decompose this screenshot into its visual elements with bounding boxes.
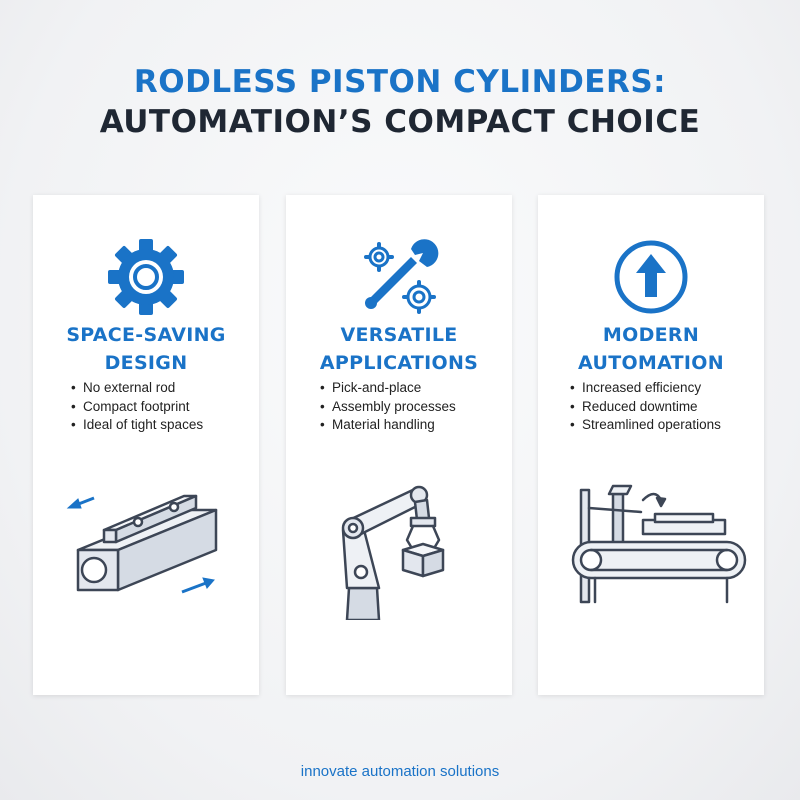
footer-tagline: innovate automation solutions [300,763,500,780]
list-item: Pick-and-place [320,379,456,398]
robotic-arm-illustration [341,485,445,620]
page-title: RODLESS PISTON CYLINDERS: AUTOMATION’S C… [0,62,800,142]
list-item: Increased efficiency [570,379,721,398]
list-item: Reduced downtime [570,398,721,417]
card-modern-automation: MODERN AUTOMATION Increased efficiency R… [538,195,764,695]
conveyor-illustration [571,484,747,604]
card-heading: VERSATILE APPLICATIONS [319,324,479,374]
list-item: Streamlined operations [570,416,721,435]
title-line-2: AUTOMATION’S COMPACT CHOICE [99,104,701,140]
card-heading: MODERN AUTOMATION [578,324,724,374]
feature-list: Increased efficiency Reduced downtime St… [570,379,721,435]
feature-list: Pick-and-place Assembly processes Materi… [320,379,456,435]
list-item: Ideal of tight spaces [71,416,203,435]
list-item: Assembly processes [320,398,456,417]
arrow-up-circle-icon [614,240,688,314]
list-item: No external rod [71,379,203,398]
card-versatile-applications: VERSATILE APPLICATIONS Pick-and-place As… [286,195,512,695]
card-heading: SPACE-SAVING DESIGN [66,324,226,374]
rodless-cylinder-illustration [66,494,218,594]
wrench-gears-icon [364,239,439,314]
title-line-1: RODLESS PISTON CYLINDERS: [133,64,667,100]
feature-list: No external rod Compact footprint Ideal … [71,379,203,435]
gear-icon [108,239,184,315]
list-item: Compact footprint [71,398,203,417]
card-space-saving: SPACE-SAVING DESIGN No external rod Comp… [33,195,259,695]
list-item: Material handling [320,416,456,435]
